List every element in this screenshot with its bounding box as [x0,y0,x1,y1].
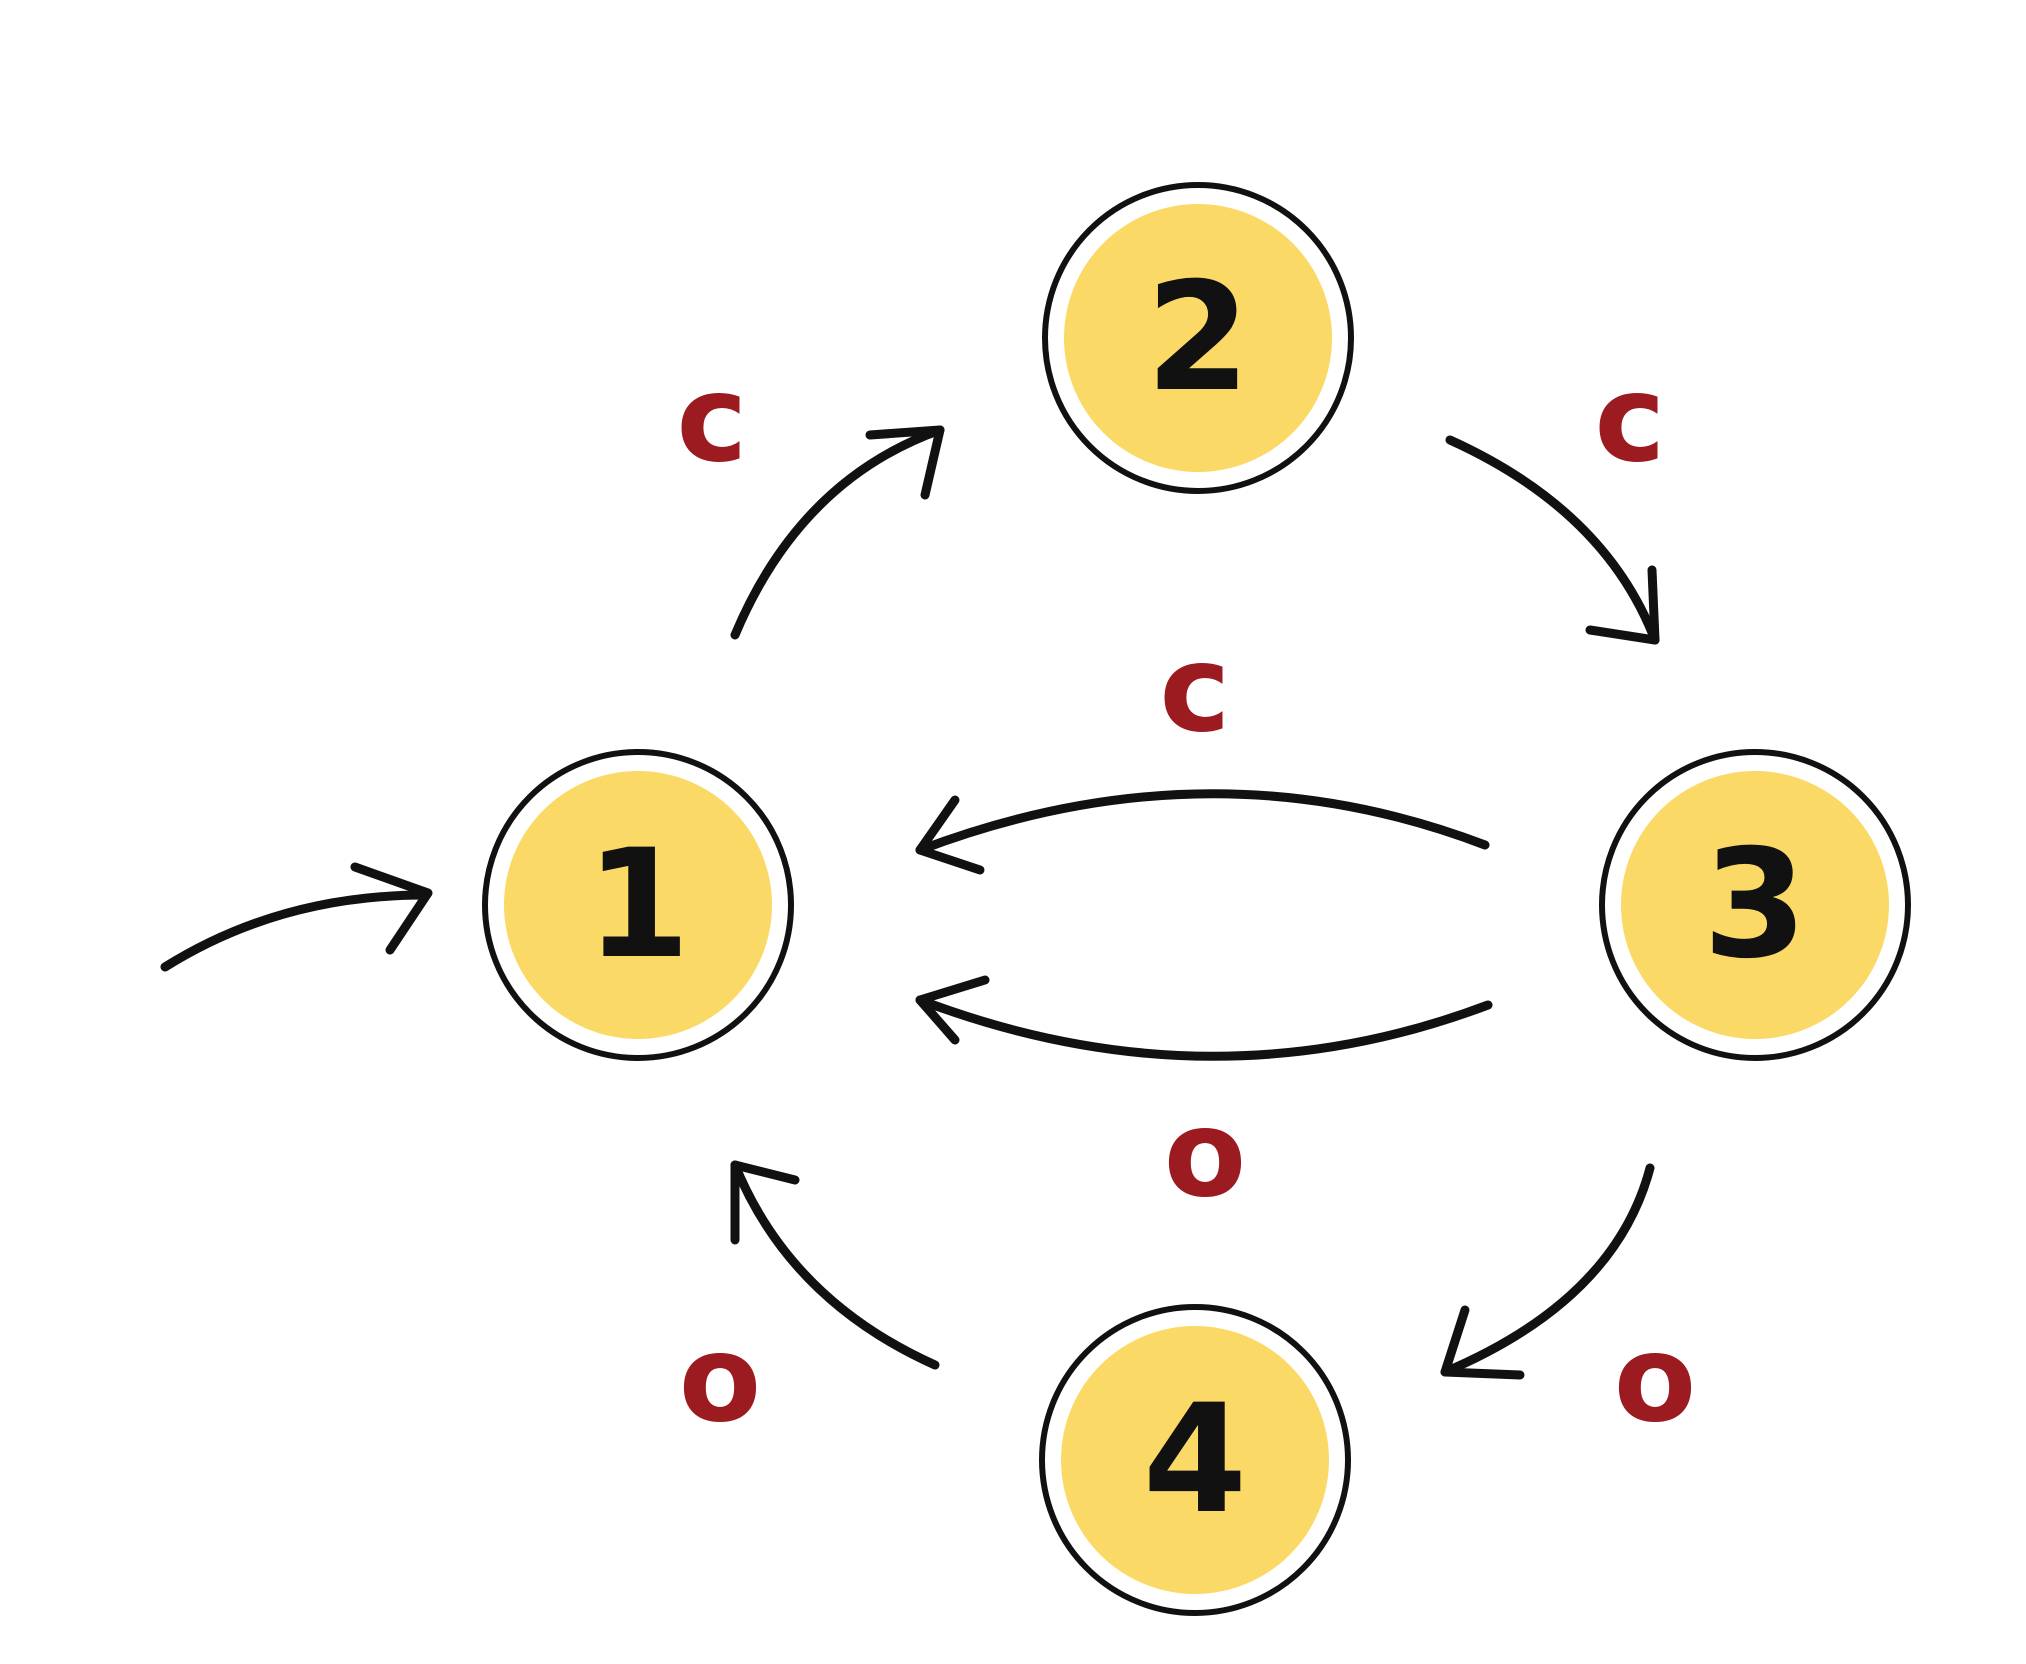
edge-label: o [1164,1086,1246,1225]
edge-line [915,789,1490,855]
node-fill [1621,771,1889,1039]
edge-line [1440,1163,1655,1377]
edge-line [160,890,430,972]
edge-start-to-1 [160,862,433,972]
edge-3-to-1-bottom: o [915,975,1493,1225]
node-label: 1 [586,818,690,992]
edge-label: o [679,1311,761,1450]
edge-3-to-4: o [1440,1163,1696,1450]
edge-line [1445,435,1660,645]
edge-line [730,1160,940,1370]
state-node-4: 4 [1039,1304,1351,1616]
edge-line [915,995,1493,1061]
node-label: 4 [1143,1373,1247,1547]
arrow-head [865,425,945,500]
node-label: 3 [1703,818,1807,992]
edge-label: c [676,351,747,490]
node-fill [504,771,772,1039]
state-node-1: 1 [482,749,794,1061]
arrow-head [350,862,433,955]
edge-line [730,425,945,640]
node-fill [1061,1326,1329,1594]
arrow-head [1440,1305,1525,1380]
nodes: 1 2 3 4 [482,182,1911,1616]
edges: c c c o o o [160,351,1696,1450]
arrow-head [1585,565,1660,645]
state-node-3: 3 [1599,749,1911,1061]
edge-label: c [1594,351,1665,490]
edge-1-to-2: c [676,351,945,640]
edge-label: c [1159,621,1230,760]
arrow-head [915,975,990,1045]
arrow-head [730,1160,800,1245]
node-label: 2 [1146,251,1250,425]
edge-label: o [1614,1311,1696,1450]
edge-4-to-1: o [679,1160,940,1450]
node-fill [1064,204,1332,472]
arrow-head [915,795,985,875]
edge-2-to-3: c [1445,351,1666,645]
edge-3-to-1-top: c [915,621,1490,875]
state-node-2: 2 [1042,182,1354,494]
